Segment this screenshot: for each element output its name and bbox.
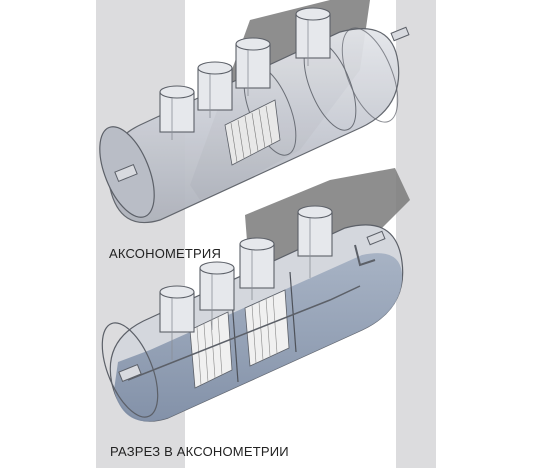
section-caption: РАЗРЕЗ В АКСОНОМЕТРИИ — [110, 444, 289, 459]
axonometry-caption: АКСОНОМЕТРИЯ — [109, 246, 222, 261]
background-stripe-right — [396, 0, 436, 468]
